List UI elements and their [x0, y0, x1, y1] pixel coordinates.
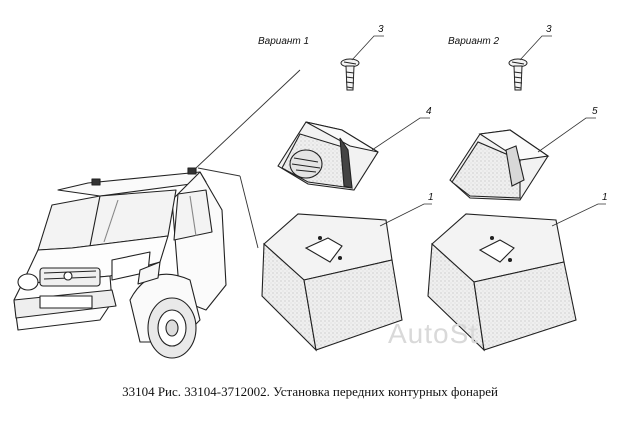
marker-lamp-4	[277, 121, 379, 191]
variant-2-label: Вариант 2	[448, 36, 500, 47]
callout-leaders	[351, 35, 606, 227]
callout-3-variant-2: 3	[546, 24, 552, 35]
callout-4: 4	[426, 106, 432, 117]
variant-1-label: Вариант 1	[258, 36, 310, 47]
callout-3-variant-1: 3	[378, 24, 384, 35]
watermark-text: AutoSt	[388, 318, 479, 349]
truck-illustration	[13, 167, 227, 359]
screw-variant-1	[340, 58, 360, 91]
callout-1-right: 1	[602, 192, 608, 203]
callout-1-left: 1	[428, 192, 434, 203]
base-pad-right	[427, 213, 577, 352]
figure-caption: 33104 Рис. 33104-3712002. Установка пере…	[122, 384, 498, 399]
callout-5: 5	[592, 106, 598, 117]
base-pad-left	[261, 213, 403, 352]
marker-lamp-5	[449, 129, 550, 201]
detail-leader-lines	[195, 69, 301, 249]
screw-variant-2	[508, 58, 528, 91]
